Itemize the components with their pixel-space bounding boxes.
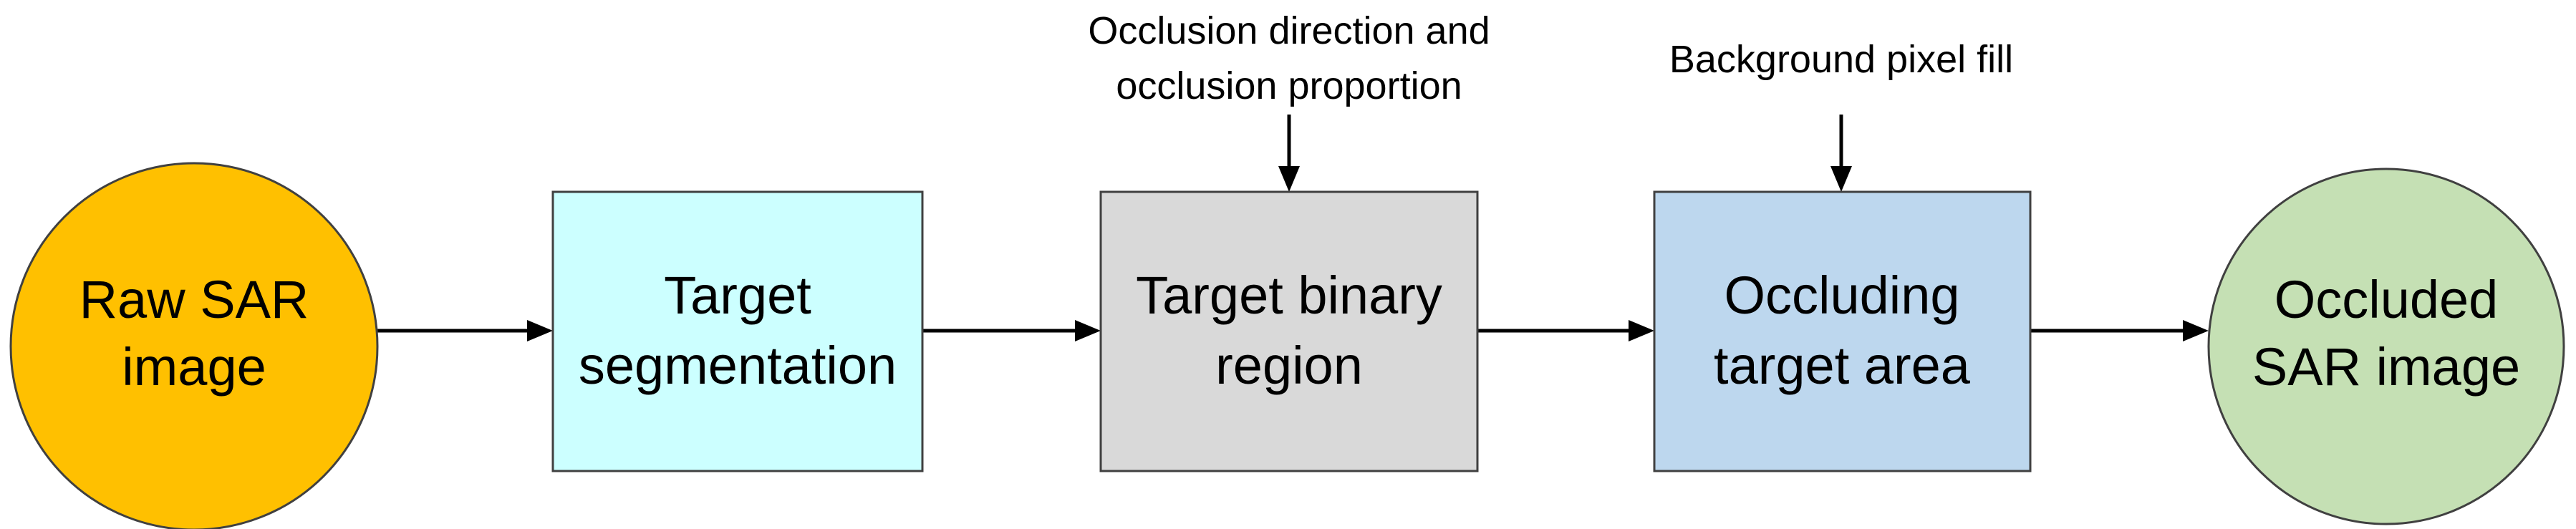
- node-raw-shape: [9, 162, 379, 529]
- node-occluded-sar-image: Occluded SAR image: [2207, 168, 2565, 525]
- arrowhead-raw-to-segmentation: [527, 320, 553, 341]
- node-segmentation-line1: Target: [664, 266, 811, 325]
- annotation-occlusion: Occlusion direction and occlusion propor…: [1088, 9, 1490, 107]
- arrowhead-fill-annotation: [1830, 166, 1852, 192]
- node-occluding-shape: [1653, 190, 2032, 472]
- annotation-background-fill: Background pixel fill: [1669, 38, 2013, 81]
- node-target-binary-region: Target binary region: [1099, 190, 1479, 472]
- node-binary-line1: Target binary: [1136, 266, 1442, 325]
- node-target-segmentation: Target segmentation: [551, 190, 924, 472]
- node-segmentation-line2: segmentation: [579, 336, 897, 395]
- annotation-occlusion-line1: Occlusion direction and: [1088, 9, 1490, 52]
- node-segmentation-shape: [551, 190, 924, 472]
- node-binary-shape: [1099, 190, 1479, 472]
- arrowhead-segmentation-to-binary: [1075, 320, 1101, 341]
- node-raw-line1: Raw SAR: [79, 270, 309, 329]
- arrowhead-occlusion-annotation: [1278, 166, 1300, 192]
- arrowhead-occluding-to-occluded: [2183, 320, 2209, 341]
- arrowhead-binary-to-occluding: [1629, 320, 1654, 341]
- connectors: [377, 115, 2209, 341]
- node-occluding-line1: Occluding: [1724, 266, 1959, 325]
- node-raw-sar-image: Raw SAR image: [9, 162, 379, 529]
- node-occluded-line1: Occluded: [2274, 270, 2499, 329]
- node-raw-line2: image: [122, 337, 266, 397]
- node-occluding-line2: target area: [1714, 336, 1971, 395]
- annotation-occlusion-line2: occlusion proportion: [1116, 64, 1462, 107]
- node-binary-line2: region: [1215, 336, 1363, 395]
- node-occluded-line2: SAR image: [2252, 337, 2520, 397]
- node-occluded-shape: [2207, 168, 2565, 525]
- annotation-fill-line1: Background pixel fill: [1669, 38, 2013, 81]
- node-occluding-target-area: Occluding target area: [1653, 190, 2032, 472]
